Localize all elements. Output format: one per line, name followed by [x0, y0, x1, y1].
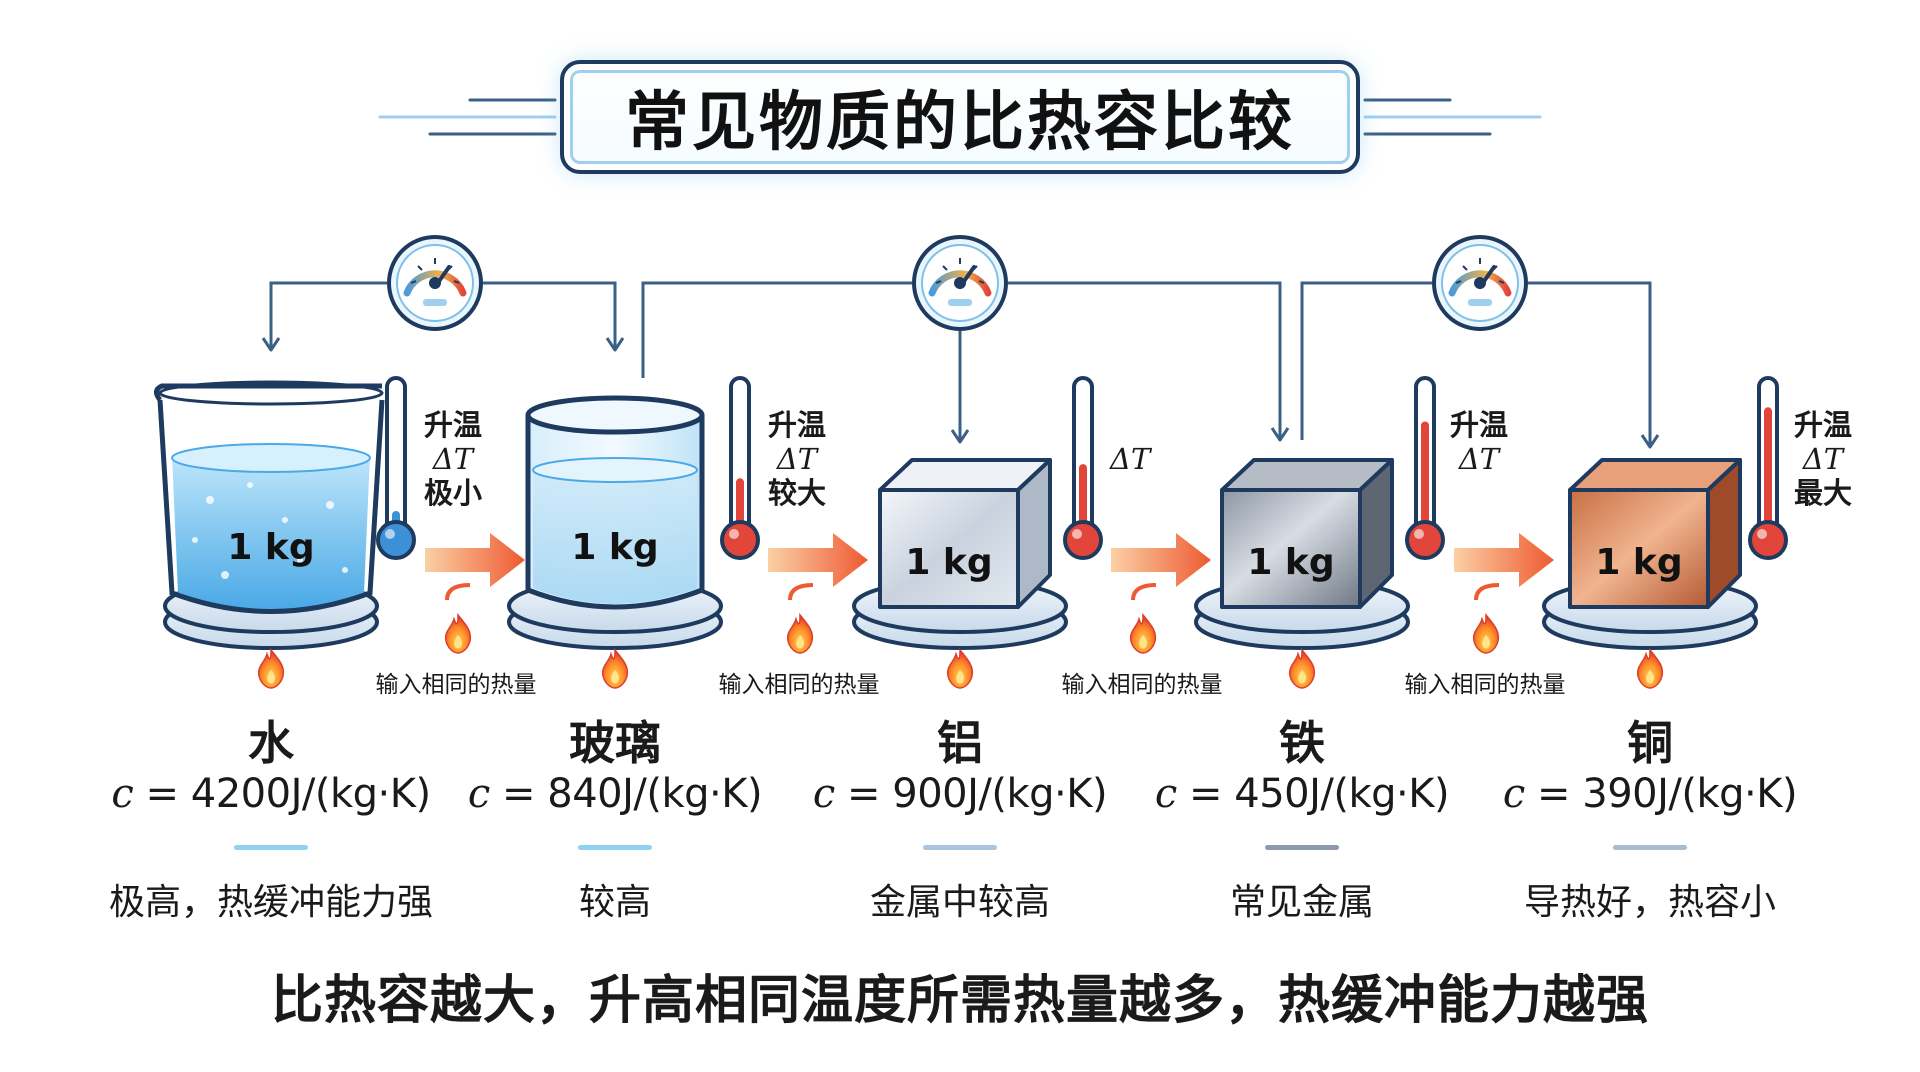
gauge-icon — [1434, 237, 1526, 329]
flow-lines — [269, 281, 1652, 445]
thermometer-mercury — [1764, 407, 1772, 534]
heat-arrows — [425, 533, 1554, 601]
material-note: 常见金属 — [1229, 882, 1374, 923]
flame-icon — [786, 614, 814, 654]
water-beaker — [154, 380, 385, 614]
flame-icon — [946, 649, 974, 689]
flow-arrowheads — [261, 337, 1660, 449]
heat-input-caption: 输入相同的热量 — [1061, 672, 1223, 698]
material-name: 铁 — [1279, 716, 1325, 770]
accent-bar — [1613, 845, 1687, 850]
thermometer-icon — [376, 376, 416, 560]
thermometer-icon — [720, 376, 760, 560]
copper-cube — [1568, 458, 1742, 609]
thermometer-icon — [1748, 376, 1788, 560]
mass-label: 1 kg — [1247, 542, 1335, 583]
mass-label: 1 kg — [571, 527, 659, 568]
arrow-right-icon — [1454, 533, 1554, 601]
material-note: 较高 — [578, 882, 651, 923]
heat-input-caption: 输入相同的热量 — [375, 672, 537, 698]
material-note: 极高，热缓冲能力强 — [108, 882, 433, 923]
gauge-icon — [914, 237, 1006, 329]
flame-icon — [444, 614, 472, 654]
iron-cube — [1220, 458, 1394, 609]
specific-heat-value: c = 4200J/(kg·K) — [111, 771, 431, 817]
thermometer-mercury — [1079, 464, 1087, 534]
specific-heat-value: c = 900J/(kg·K) — [812, 771, 1108, 817]
material-name: 玻璃 — [569, 716, 661, 770]
flame-icon — [1636, 649, 1664, 689]
material-name: 铝 — [937, 716, 983, 770]
specific-heat-value: c = 840J/(kg·K) — [467, 771, 763, 817]
accent-bar — [923, 845, 997, 850]
heat-input-caption: 输入相同的热量 — [718, 672, 880, 698]
mass-label: 1 kg — [1595, 542, 1683, 583]
material-note: 金属中较高 — [869, 882, 1050, 923]
title-decoration — [378, 98, 1542, 136]
flame-icon — [601, 649, 629, 689]
arrow-right-icon — [425, 533, 525, 601]
thermometer-mercury — [736, 478, 744, 534]
thermometer-icon — [1063, 376, 1103, 560]
gauge-icon — [389, 237, 481, 329]
flame-icon — [1288, 649, 1316, 689]
page-title: 常见物质的比热容比较 — [625, 86, 1295, 160]
flame-icon — [257, 649, 285, 689]
material-name: 水 — [248, 716, 294, 770]
arrow-right-icon — [768, 533, 868, 601]
thermometers — [376, 376, 1788, 560]
flame-icon — [1472, 614, 1500, 654]
flame-icon — [1129, 614, 1157, 654]
thermometer-mercury — [1421, 421, 1429, 534]
thermometer-icon — [1405, 376, 1445, 560]
glass-cylinder — [525, 395, 705, 610]
specific-heat-value: c = 450J/(kg·K) — [1154, 771, 1450, 817]
mass-label: 1 kg — [905, 542, 993, 583]
accent-bar — [578, 845, 652, 850]
heat-input-caption: 输入相同的热量 — [1404, 672, 1566, 698]
specific-heat-value: c = 390J/(kg·K) — [1502, 771, 1798, 817]
temp-rise-label: ΔT — [1110, 442, 1151, 476]
mass-label: 1 kg — [227, 527, 315, 568]
title-frame: 常见物质的比热容比较 — [560, 60, 1360, 174]
accent-bar — [1265, 845, 1339, 850]
material-name: 铜 — [1627, 716, 1673, 770]
material-note: 导热好，热容小 — [1523, 882, 1776, 923]
accent-bar — [234, 845, 308, 850]
aluminum-cube — [878, 458, 1052, 609]
conclusion-text: 比热容越大，升高相同温度所需热量越多，热缓冲能力越强 — [270, 971, 1649, 1031]
arrow-right-icon — [1111, 533, 1211, 601]
